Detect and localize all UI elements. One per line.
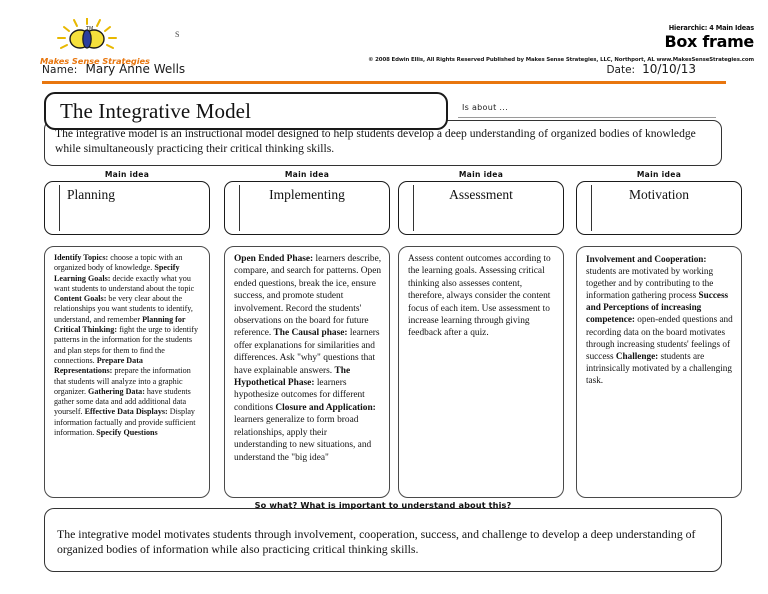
summary-text[interactable]: The integrative model motivates students… [57,527,696,556]
main-idea-column-3: Main idea Assessment Assess content outc… [398,170,564,498]
is-about-rule [458,117,716,118]
summary-prompt: So what? What is important to understand… [254,500,512,510]
copyright-notice: © 2008 Edwin Ellis, All Rights Reserved … [368,57,754,63]
main-idea-tick-3 [413,185,415,231]
date-field[interactable]: Date: 10/10/13 [606,62,696,76]
main-idea-label-3: Main idea [458,170,504,179]
detail-box-2[interactable]: Open Ended Phase: learners describe, com… [224,246,390,498]
trademark-mark: TM [86,26,94,32]
date-value[interactable]: 10/10/13 [642,62,696,76]
main-idea-column-4: Main idea Motivation Involvement and Coo… [576,170,742,498]
main-idea-title-3[interactable]: Assessment [449,187,513,202]
page-header: Makes Sense Strategies TM S Name: Mary A… [0,0,768,84]
main-idea-tick-2 [239,185,241,231]
date-label: Date: [606,64,636,76]
main-idea-tick-4 [591,185,593,231]
brand-name: Makes Sense Strategies [40,56,150,66]
brand-logo: Makes Sense Strategies [40,18,150,66]
topic-description[interactable]: The integrative model is an instructiona… [55,127,696,155]
main-idea-box-3[interactable]: Assessment [398,181,564,235]
frame-title: Box frame [664,32,754,51]
hierarchic-label: Hierarchic: 4 Main Ideas [668,24,754,32]
main-idea-title-2[interactable]: Implementing [269,187,345,202]
main-idea-column-2: Main idea Implementing Open Ended Phase:… [224,170,390,498]
lightbulb-sun-icon [50,18,124,58]
name-value[interactable]: Mary Anne Wells [85,62,186,76]
main-idea-label-1: Main idea [104,170,150,179]
main-idea-column-1: Main idea Planning Identify Topics: choo… [44,170,210,498]
main-idea-label-2: Main idea [284,170,330,179]
detail-box-4[interactable]: Involvement and Cooperation: students ar… [576,246,742,498]
page-title[interactable]: The Integrative Model [60,99,252,123]
is-about-label: Is about ... [462,103,508,112]
main-idea-title-1[interactable]: Planning [67,187,116,202]
detail-text-4: Involvement and Cooperation: students ar… [586,254,733,385]
detail-box-3[interactable]: Assess content outcomes according to the… [398,246,564,498]
topic-title-box[interactable]: The Integrative Model [44,92,448,130]
main-idea-box-4[interactable]: Motivation [576,181,742,235]
detail-box-1[interactable]: Identify Topics: choose a topic with an … [44,246,210,498]
main-idea-label-4: Main idea [636,170,682,179]
detail-text-1: Identify Topics: choose a topic with an … [54,253,199,438]
main-idea-tick-1 [59,185,61,231]
header-divider [42,81,726,84]
name-field[interactable]: Name: Mary Anne Wells [42,62,185,76]
main-idea-title-4[interactable]: Motivation [629,187,689,202]
superscript-mark: S [175,30,180,39]
detail-text-2: Open Ended Phase: learners describe, com… [234,254,382,463]
main-idea-box-2[interactable]: Implementing [224,181,390,235]
main-idea-box-1[interactable]: Planning [44,181,210,235]
name-label: Name: [42,64,78,76]
summary-box[interactable]: The integrative model motivates students… [44,508,722,572]
detail-text-3: Assess content outcomes according to the… [408,254,551,339]
